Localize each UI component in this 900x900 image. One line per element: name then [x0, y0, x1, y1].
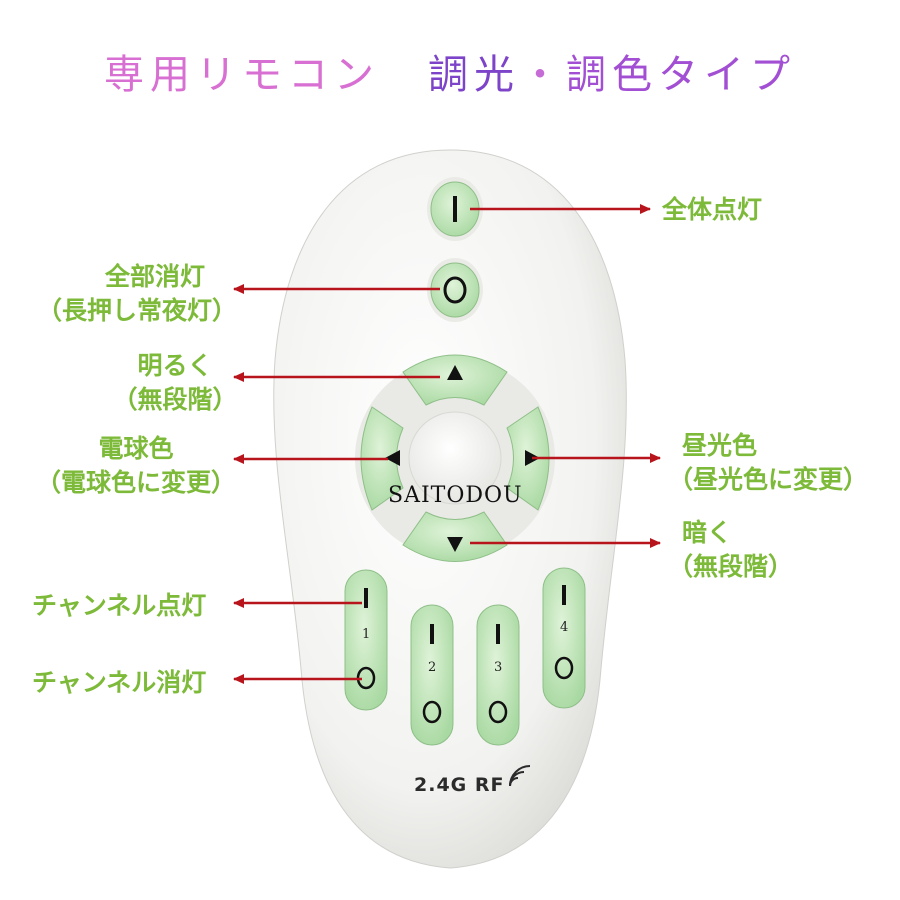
label-all-on: 全体点灯 — [662, 195, 763, 224]
label-all-off: 全部消灯 （長押し常夜灯） — [22, 260, 252, 328]
channel-button-3 — [476, 604, 520, 746]
label-brighter-line1: 明るく — [137, 351, 213, 380]
page-title: 専用リモコン 調光・調色タイプ — [0, 42, 900, 100]
channel-number-4: 4 — [560, 620, 569, 635]
title-part-color: 調色タイプ — [566, 52, 796, 98]
channel-number-2: 2 — [428, 660, 437, 675]
label-daylight-line2: （昼光色に変更） — [668, 465, 869, 494]
label-warm: 電球色 （電球色に変更） — [18, 432, 254, 500]
dpad-down — [402, 511, 508, 562]
label-all-off-line1: 全部消灯 — [104, 262, 205, 291]
label-darker-line2: （無段階） — [668, 552, 794, 581]
channel-button-1 — [344, 569, 388, 711]
rf-label: 2.4G RF — [414, 774, 505, 796]
dpad-up — [402, 354, 508, 406]
label-warm-line2: （電球色に変更） — [35, 468, 236, 497]
label-darker: 暗く （無段階） — [668, 516, 793, 584]
label-daylight: 昼光色 （昼光色に変更） — [668, 429, 868, 497]
all-off-button — [427, 258, 483, 322]
wireless-icon — [509, 765, 531, 787]
label-warm-line1: 電球色 — [98, 434, 174, 463]
arrows — [233, 204, 661, 684]
channel-number-3: 3 — [494, 660, 503, 675]
title-part-dimming: 調光 — [428, 52, 520, 98]
label-brighter: 明るく （無段階） — [100, 349, 250, 417]
channel-number-1: 1 — [362, 627, 371, 642]
channel-button-4 — [542, 567, 586, 709]
label-channel-on: チャンネル点灯 — [32, 591, 207, 620]
channel-button-2 — [410, 604, 454, 746]
label-channel-off: チャンネル消灯 — [32, 668, 207, 697]
label-brighter-line2: （無段階） — [112, 385, 238, 414]
brand-label: SAITODOU — [388, 483, 523, 508]
label-daylight-line1: 昼光色 — [682, 431, 758, 460]
title-part-remote: 専用リモコン — [104, 52, 380, 98]
label-all-off-line2: （長押し常夜灯） — [36, 296, 237, 325]
title-separator: ・ — [520, 52, 566, 98]
all-on-button — [427, 177, 483, 241]
label-darker-line1: 暗く — [682, 518, 733, 547]
